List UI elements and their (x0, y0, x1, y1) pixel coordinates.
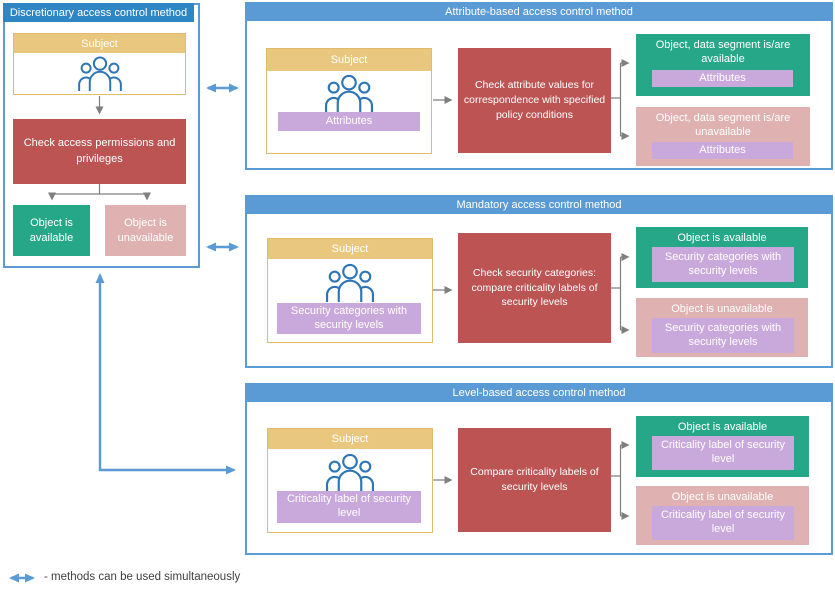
outcome-available-mandatory: Object is available Security categories … (636, 227, 808, 288)
subject-header: Subject (267, 49, 431, 71)
outcome-unavailable-attribute: Object, data segment is/are unavailable … (636, 107, 810, 166)
process-box-level: Compare criticality labels of security l… (458, 428, 611, 532)
subject-tag: Attributes (278, 112, 420, 131)
outcome-tag: Security categories with security levels (652, 247, 794, 282)
outcome-tag: Attributes (652, 142, 793, 159)
subject-header: Subject (268, 239, 432, 259)
outcome-title: Object is unavailable (671, 491, 774, 503)
process-box-discretionary: Check access permissions and privileges (13, 119, 186, 184)
outcome-title: Object is unavailable (671, 303, 773, 315)
outcome-unavailable-discretionary: Object is unavailable (105, 205, 186, 256)
outcome-available-attribute: Object, data segment is/are available At… (636, 34, 810, 96)
subject-box-level: Subject Criticality label of security le… (267, 428, 433, 533)
outcome-title: Object, data segment is/are unavailable (655, 112, 791, 139)
subject-box-mandatory: Subject Security categories with securit… (267, 238, 433, 343)
outcome-tag: Criticality label of security level (652, 436, 794, 470)
panel-mandatory-title: Mandatory access control method (245, 195, 833, 214)
subject-header: Subject (268, 429, 432, 449)
outcome-tag: Security categories with security levels (652, 318, 794, 353)
legend-label: - methods can be used simultaneously (44, 571, 241, 583)
process-box-mandatory: Check security categories: compare criti… (458, 233, 611, 343)
outcome-title: Object is available (677, 421, 768, 433)
people-group-icon (75, 55, 125, 93)
people-group-icon (322, 73, 376, 114)
outcome-unavailable-level: Object is unavailable Criticality label … (636, 486, 809, 545)
outcome-available-discretionary: Object is available (13, 205, 90, 256)
outcome-unavailable-mandatory: Object is unavailable Security categorie… (636, 298, 808, 357)
outcome-title: Object, data segment is/are available (655, 39, 791, 66)
process-box-attribute: Check attribute values for correspondenc… (458, 48, 611, 153)
subject-tag: Criticality label of security level (277, 491, 421, 523)
subject-tag: Security categories with security levels (277, 303, 421, 334)
outcome-title: Object is available (677, 232, 767, 244)
subject-box-discretionary: Subject (13, 33, 186, 95)
outcome-tag: Criticality label of security level (652, 506, 794, 540)
panel-discretionary-title: Discretionary access control method (3, 3, 194, 22)
panel-attribute-title: Attribute-based access control method (245, 2, 833, 21)
panel-level-title: Level-based access control method (245, 383, 833, 402)
double-arrow-icon (95, 273, 236, 475)
people-group-icon (323, 262, 377, 303)
subject-box-attribute: Subject Attributes (266, 48, 432, 154)
people-group-icon (323, 452, 377, 493)
subject-header: Subject (14, 34, 185, 53)
outcome-available-level: Object is available Criticality label of… (636, 416, 809, 477)
outcome-tag: Attributes (652, 70, 793, 87)
